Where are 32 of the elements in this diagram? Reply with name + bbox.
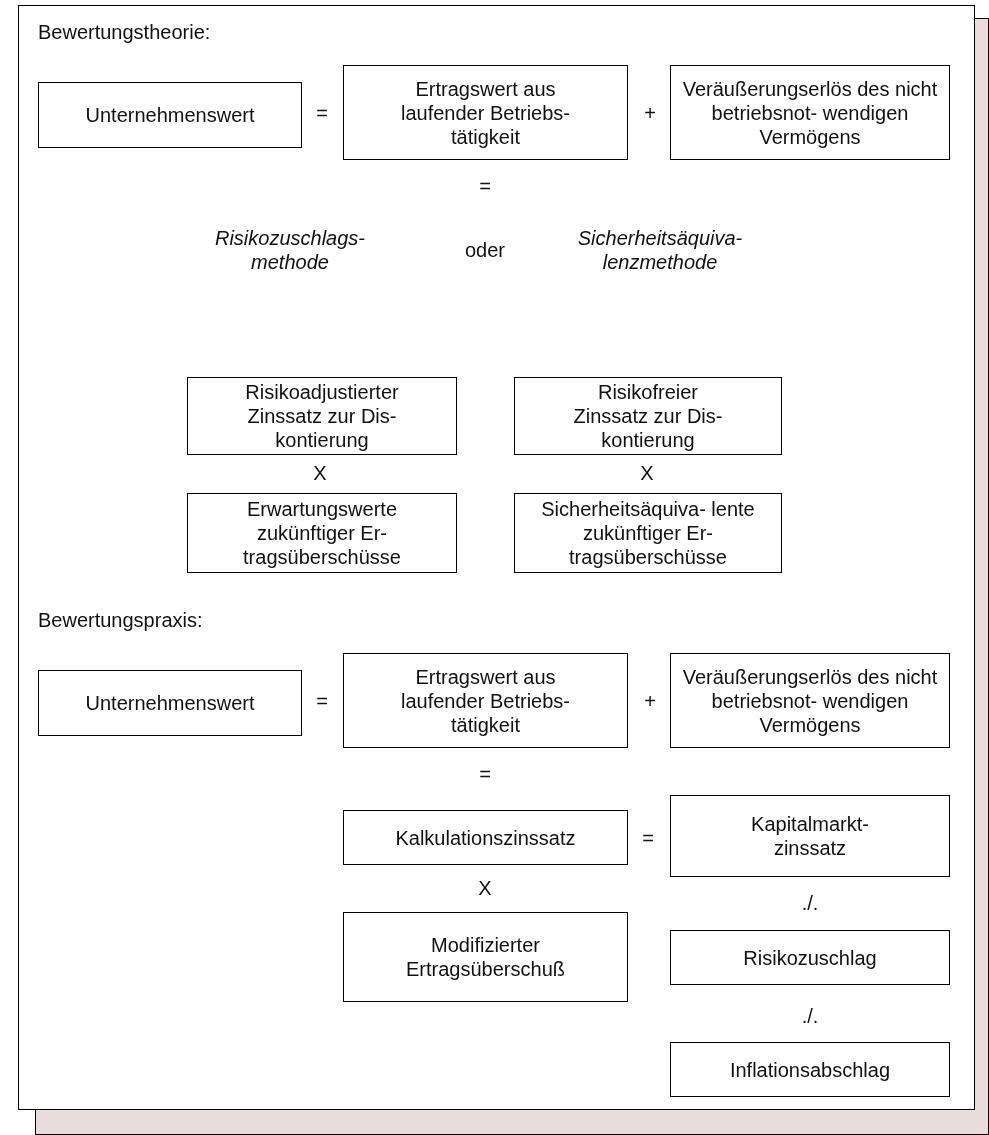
operator-sign: ./. (801, 891, 819, 915)
operator-sign: = (479, 762, 491, 786)
operator-sign: X (313, 461, 327, 485)
operator-sign: X (478, 876, 492, 900)
term-box: Erwartungswerte zukünftiger Er- tragsüberschüsse (187, 493, 457, 573)
term-box: Risikoadjustierter Zinssatz zur Dis- kontierung (187, 377, 457, 455)
term-box: Kapitalmarkt- zinssatz (670, 795, 950, 877)
term-box: Risikozuschlag (670, 930, 950, 985)
term-box: Modifizierter Ertragsüberschuß (343, 912, 628, 1002)
operator-sign: = (479, 174, 491, 198)
term-box: Inflationsabschlag (670, 1042, 950, 1097)
section-heading: Bewertungspraxis: (38, 608, 203, 632)
operator-sign: + (644, 101, 656, 125)
operator-sign: = (642, 826, 654, 850)
section-heading: Bewertungstheorie: (38, 20, 211, 44)
connective-word: oder (465, 238, 505, 262)
term-box: Unternehmenswert (38, 82, 302, 148)
term-box: Unternehmenswert (38, 670, 302, 736)
term-box: Sicherheitsäquiva- lente zukünftiger Er- tragsüberschüsse (514, 493, 782, 573)
operator-sign: ./. (801, 1004, 819, 1028)
term-box: Ertragswert aus laufender Betriebs- tätigkeit (343, 653, 628, 748)
term-box: Veräußerungserlös des nicht betriebsnot- wendigen Vermögens (670, 653, 950, 748)
operator-sign: = (316, 101, 328, 125)
operator-sign: X (640, 461, 654, 485)
term-box: Kalkulationszinssatz (343, 810, 628, 865)
term-box: Veräußerungserlös des nicht betriebsnot- wendigen Vermögens (670, 65, 950, 160)
term-box: Risikofreier Zinssatz zur Dis- kontierung (514, 377, 782, 455)
term-box: Ertragswert aus laufender Betriebs- tätigkeit (343, 65, 628, 160)
operator-sign: = (316, 689, 328, 713)
method-label: Risikozuschlags- methode (213, 226, 367, 274)
method-label: Sicherheitsäquiva- lenzmethode (576, 226, 744, 274)
operator-sign: + (644, 689, 656, 713)
